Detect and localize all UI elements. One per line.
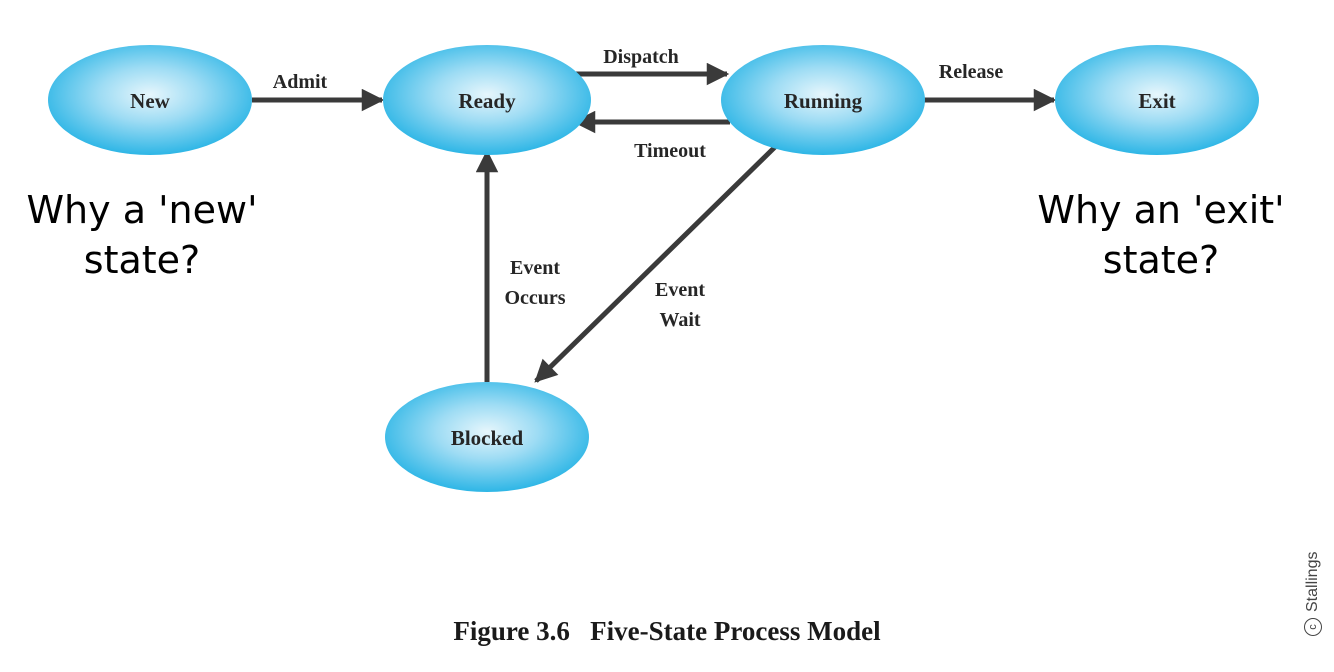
state-new: New [48,45,252,155]
copyright-icon: c [1304,618,1322,636]
event-occurs-label-line2: Occurs [504,287,565,309]
copyright-watermark: c Stallings [1304,552,1322,636]
state-blocked-shape [385,382,589,492]
state-blocked: Blocked [385,382,589,492]
event-wait-label-line2: Wait [659,309,700,331]
state-ready-label: Ready [458,89,516,113]
event-wait-label-line1: Event [655,279,705,301]
state-blocked-label: Blocked [451,426,524,450]
transition-labels: Admit Dispatch Timeout Release Event Occ… [273,46,1004,331]
event-wait-arrow [534,144,778,383]
why-new-note: Why a 'new' state? [8,185,276,285]
admit-label: Admit [273,71,328,93]
state-ready-shape [383,45,591,155]
dispatch-label: Dispatch [603,46,679,68]
timeout-label: Timeout [634,140,706,162]
transition-arrows [252,62,1057,383]
state-new-label: New [130,89,170,113]
why-exit-line1: Why an 'exit' [1037,188,1285,232]
state-exit: Exit [1055,45,1259,155]
why-new-line2: state? [83,238,201,282]
release-label: Release [939,61,1004,83]
state-exit-shape [1055,45,1259,155]
watermark-text: Stallings [1304,551,1322,612]
figure-caption: Figure 3.6 Five-State Process Model [453,616,881,646]
state-new-shape [48,45,252,155]
state-running-label: Running [784,89,863,113]
why-new-line1: Why a 'new' [26,188,258,232]
state-exit-label: Exit [1138,89,1175,113]
why-exit-line2: state? [1102,238,1220,282]
state-running: Running [721,45,925,155]
event-occurs-label-line1: Event [510,257,560,279]
why-exit-note: Why an 'exit' state? [1022,185,1300,285]
state-ready: Ready [383,45,591,155]
state-running-shape [721,45,925,155]
